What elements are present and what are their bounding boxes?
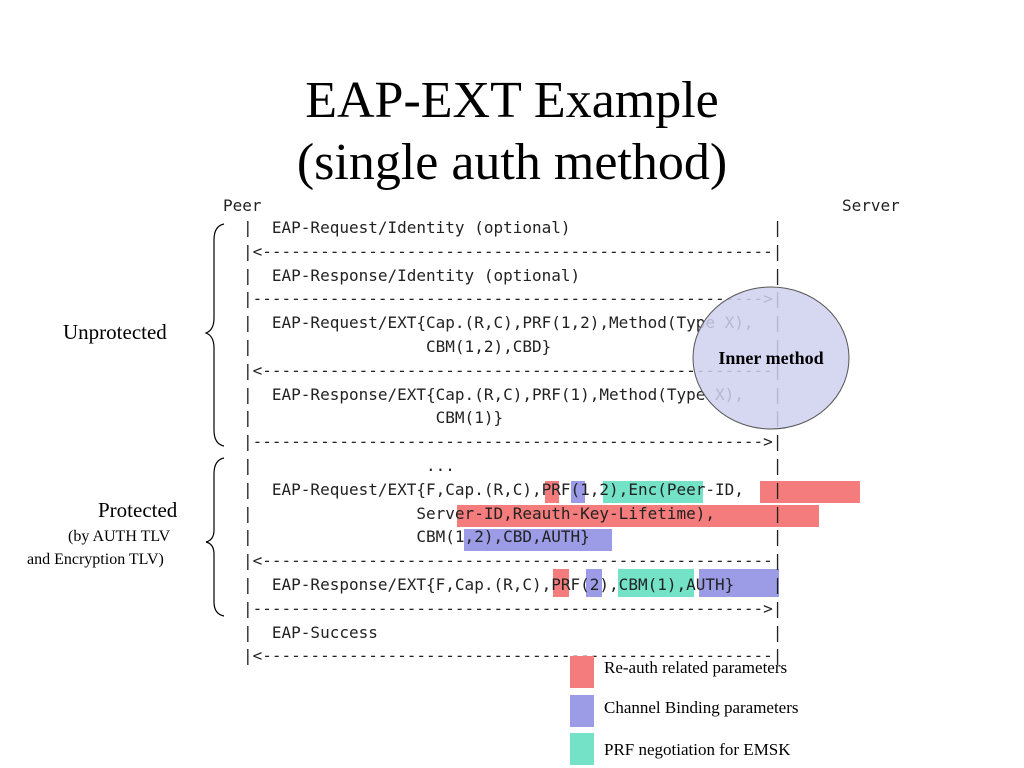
legend-label-reauth: Re-auth related parameters xyxy=(604,658,788,677)
flow-line: | EAP-Success | xyxy=(243,622,783,642)
highlight-channel-binding xyxy=(464,529,612,551)
slide-title: EAP-EXT Example (single auth method) xyxy=(0,70,1024,194)
flow-line: |<--------------------------------------… xyxy=(243,360,783,380)
flow-line: |---------------------------------------… xyxy=(243,289,783,309)
flow-line: |<--------------------------------------… xyxy=(243,241,783,261)
highlight-prf xyxy=(603,481,703,503)
legend-swatch-prf xyxy=(570,733,594,765)
highlight-channel-binding xyxy=(699,569,779,597)
highlight-reauth xyxy=(760,481,860,503)
highlight-reauth xyxy=(553,569,569,597)
protected-brace xyxy=(205,457,225,617)
legend-swatch-reauth xyxy=(570,656,594,688)
flow-line: | ... | xyxy=(243,456,783,475)
title-line-1: EAP-EXT Example xyxy=(305,72,719,129)
flow-line: |<--------------------------------------… xyxy=(243,551,783,571)
flow-line: | EAP-Response/Identity (optional) | xyxy=(243,265,783,285)
flow-line: | CBM(1,2),CBD,AUTH} | xyxy=(243,527,783,547)
flow-line: |<--------------------------------------… xyxy=(243,646,783,666)
legend-label-channel-binding: Channel Binding parameters xyxy=(604,698,799,717)
protected-sub-label-2: and Encryption TLV) xyxy=(27,551,164,568)
flow-line: |---------------------------------------… xyxy=(243,432,783,452)
highlight-reauth xyxy=(457,505,819,527)
inner-method-label: Inner method xyxy=(718,348,824,368)
highlight-prf xyxy=(618,569,694,597)
legend-label-prf: PRF negotiation for EMSK xyxy=(604,740,791,759)
flow-line: |---------------------------------------… xyxy=(243,598,783,618)
server-label: Server xyxy=(842,196,900,215)
legend-swatch-channel-binding xyxy=(570,695,594,727)
peer-label: Peer xyxy=(223,196,262,215)
flow-line: | Server-ID,Reauth-Key-Lifetime), | xyxy=(243,503,783,523)
title-line-2: (single auth method) xyxy=(296,134,728,191)
highlight-channel-binding xyxy=(586,569,602,597)
flow-line: | EAP-Request/Identity (optional) | xyxy=(243,218,783,237)
protected-label: Protected xyxy=(98,498,178,522)
flow-line: | EAP-Response/EXT{F,Cap.(R,C),PRF(2),CB… xyxy=(243,575,783,594)
unprotected-brace xyxy=(204,223,225,447)
protected-sub-label-1: (by AUTH TLV xyxy=(68,528,171,545)
highlight-reauth xyxy=(545,481,559,503)
flow-line: | EAP-Request/EXT{F,Cap.(R,C),PRF(1,2),E… xyxy=(243,479,783,499)
highlight-channel-binding xyxy=(571,481,585,503)
unprotected-label: Unprotected xyxy=(63,320,167,344)
inner-method-ellipse xyxy=(692,286,850,430)
